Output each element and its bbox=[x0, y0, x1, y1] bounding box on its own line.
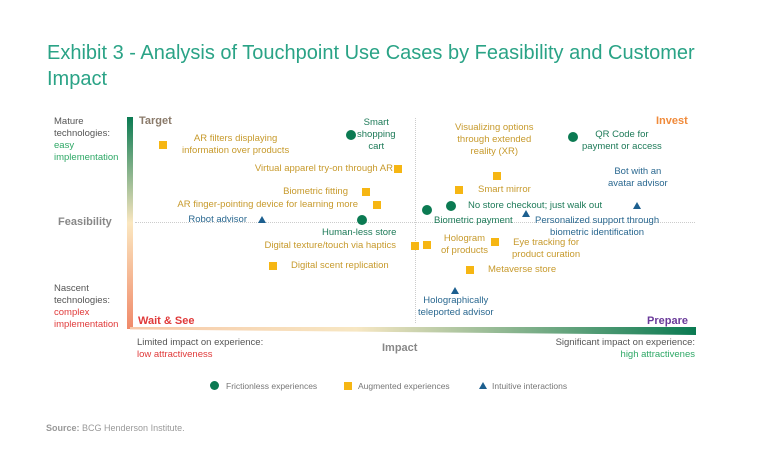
quadrant-invest: Invest bbox=[656, 115, 688, 127]
caption-line: Significant impact on experience: bbox=[555, 337, 695, 348]
source-label: Source: bbox=[46, 423, 80, 433]
label-smart-mirror: Smart mirror bbox=[478, 184, 531, 195]
exhibit-title: Exhibit 3 - Analysis of Touchpoint Use C… bbox=[47, 42, 695, 90]
label-visualizing-xr: Visualizing options through extended rea… bbox=[455, 122, 534, 157]
triangle-marker bbox=[258, 216, 266, 223]
label-metaverse: Metaverse store bbox=[488, 264, 557, 275]
vertical-divider bbox=[415, 118, 416, 323]
label-ar-filters: AR filters displaying information over p… bbox=[182, 133, 290, 156]
source-note: Source: BCG Henderson Institute. bbox=[46, 423, 185, 433]
label-humanless-store: Human-less store bbox=[322, 227, 397, 238]
impact-axis bbox=[130, 327, 696, 335]
label-eye-tracking: Eye tracking for product curation bbox=[512, 237, 581, 260]
square-marker bbox=[455, 186, 463, 194]
square-marker bbox=[362, 188, 370, 196]
label-biometric-payment: Biometric payment bbox=[434, 215, 513, 226]
feasibility-axis bbox=[127, 117, 133, 329]
label-ar-finger: AR finger-pointing device for learning m… bbox=[177, 199, 358, 210]
horizontal-divider bbox=[135, 222, 695, 223]
quadrant-wait-see: Wait & See bbox=[138, 315, 195, 327]
square-marker bbox=[373, 201, 381, 209]
square-marker bbox=[466, 266, 474, 274]
x-left-caption: Limited impact on experience: low attrac… bbox=[137, 337, 263, 361]
legend-triangle-icon bbox=[479, 382, 487, 389]
caption-line: technologies: bbox=[54, 128, 110, 139]
legend-intuitive: Intuitive interactions bbox=[492, 381, 568, 391]
y-top-caption: Mature technologies: easy implementation bbox=[54, 116, 118, 164]
source-text: BCG Henderson Institute. bbox=[82, 423, 185, 433]
caption-accent: high attractivenes bbox=[620, 349, 695, 360]
label-no-checkout: No store checkout; just walk out bbox=[468, 200, 603, 211]
caption-line: technologies: bbox=[54, 295, 110, 306]
quadrant-prepare: Prepare bbox=[647, 315, 688, 327]
label-digital-scent: Digital scent replication bbox=[291, 260, 389, 271]
label-hologram: Hologram of products bbox=[441, 233, 488, 256]
caption-accent: complex bbox=[54, 307, 90, 318]
label-holographic-advisor: Holographically teleported advisor bbox=[418, 295, 494, 318]
label-bot-avatar: Bot with an avatar advisor bbox=[608, 166, 668, 189]
y-bottom-caption: Nascent technologies: complex implementa… bbox=[54, 283, 118, 331]
circle-marker bbox=[568, 132, 578, 142]
circle-marker bbox=[446, 201, 456, 211]
label-virtual-apparel: Virtual apparel try-on through AR bbox=[254, 163, 393, 174]
y-axis-label: Feasibility bbox=[58, 216, 112, 228]
square-marker bbox=[411, 242, 419, 250]
legend-frictionless: Frictionless experiences bbox=[226, 381, 318, 391]
x-axis-label: Impact bbox=[382, 342, 418, 354]
caption-accent: implementation bbox=[54, 152, 119, 163]
caption-accent: easy bbox=[54, 140, 75, 151]
quadrant-target: Target bbox=[139, 115, 172, 127]
square-marker bbox=[491, 238, 499, 246]
square-marker bbox=[493, 172, 501, 180]
label-qr-code: QR Code for payment or access bbox=[582, 129, 662, 152]
x-right-caption: Significant impact on experience: high a… bbox=[556, 337, 695, 361]
caption-accent: low attractiveness bbox=[137, 349, 213, 360]
square-marker bbox=[423, 241, 431, 249]
caption-accent: implementation bbox=[54, 319, 119, 330]
triangle-marker bbox=[522, 210, 530, 217]
triangle-marker bbox=[451, 287, 459, 294]
square-marker bbox=[159, 141, 167, 149]
triangle-marker bbox=[633, 202, 641, 209]
square-marker bbox=[394, 165, 402, 173]
label-biometric-fitting: Biometric fitting bbox=[283, 186, 348, 197]
legend-augmented: Augmented experiences bbox=[358, 381, 450, 391]
circle-marker bbox=[422, 205, 432, 215]
caption-line: Limited impact on experience: bbox=[137, 337, 264, 348]
label-smart-cart: Smart shopping cart bbox=[357, 117, 396, 152]
circle-marker bbox=[357, 215, 367, 225]
label-robot-advisor: Robot advisor bbox=[188, 214, 247, 225]
label-digital-texture: Digital texture/touch via haptics bbox=[264, 240, 396, 251]
caption-line: Mature bbox=[54, 116, 84, 127]
label-personalized-support: Personalized support through biometric i… bbox=[535, 215, 660, 238]
caption-line: Nascent bbox=[54, 283, 89, 294]
legend-circle-icon bbox=[210, 381, 219, 390]
square-marker bbox=[269, 262, 277, 270]
circle-marker bbox=[346, 130, 356, 140]
legend-square-icon bbox=[344, 382, 352, 390]
